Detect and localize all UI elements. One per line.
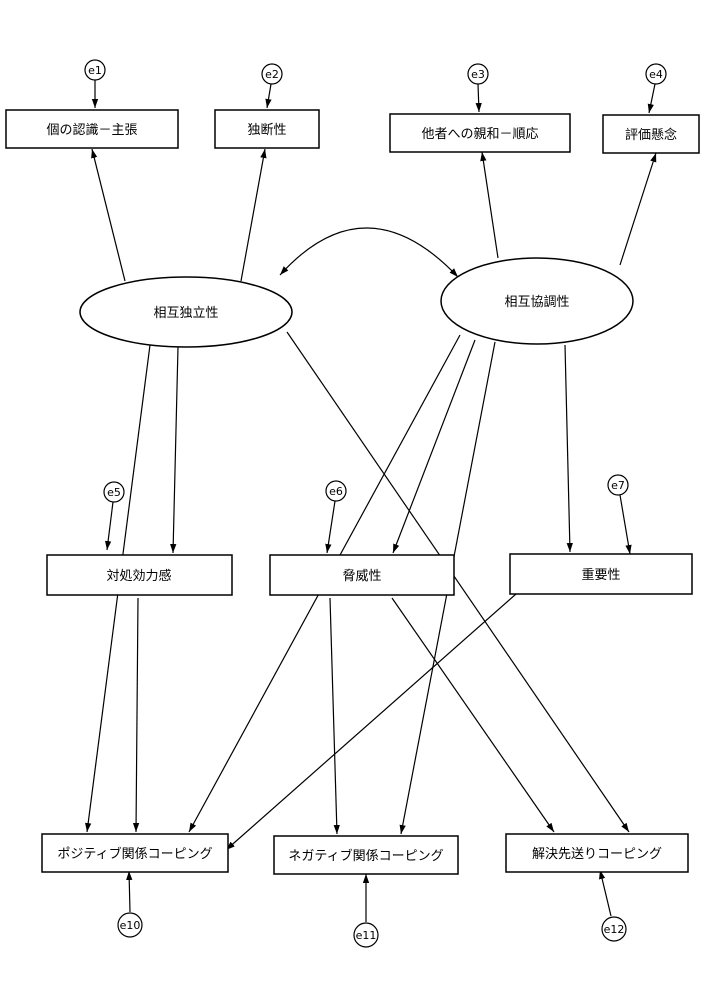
node-sogo-dokuritsu: 相互独立性 bbox=[79, 276, 293, 348]
node-taisho-koryoku: 対処効力感 bbox=[46, 554, 233, 596]
edge-kyocho-juyosei bbox=[564, 344, 573, 553]
node-tasha-shinwa: 他者への親和－順応 bbox=[389, 113, 571, 153]
node-kojin-ninshiki: 個の認識－主張 bbox=[5, 109, 179, 149]
label-sogo-dokuritsu: 相互独立性 bbox=[153, 306, 218, 321]
label-e11: e11 bbox=[356, 929, 377, 942]
error-e1: e1 bbox=[84, 59, 106, 81]
edge-kyocho-hyoka bbox=[619, 152, 657, 266]
node-hyoka-kenen: 評価懸念 bbox=[602, 114, 700, 154]
error-e4: e4 bbox=[645, 63, 667, 85]
node-kyoisei: 脅威性 bbox=[269, 554, 455, 596]
edge-dokuritsu-taisho bbox=[170, 346, 179, 554]
label-e2: e2 bbox=[265, 68, 279, 81]
edge-e5-taisho bbox=[104, 501, 114, 551]
node-positive-coping: ポジティブ関係コーピング bbox=[41, 833, 229, 873]
label-tasha-shinwa: 他者への親和－順応 bbox=[421, 127, 538, 142]
label-negative-coping: ネガティブ関係コーピング bbox=[288, 848, 443, 864]
label-juyosei: 重要性 bbox=[581, 567, 620, 583]
node-dokudansei: 独断性 bbox=[214, 109, 320, 149]
label-kojin-ninshiki: 個の認識－主張 bbox=[46, 122, 137, 138]
edge-e6-kyoisei bbox=[325, 500, 336, 554]
edge-juyosei-positive bbox=[225, 593, 517, 851]
label-kyoisei: 脅威性 bbox=[342, 569, 381, 584]
error-e7: e7 bbox=[607, 474, 629, 496]
error-e2: e2 bbox=[261, 63, 283, 85]
error-e3: e3 bbox=[467, 63, 489, 85]
node-sogo-kyocho: 相互協調性 bbox=[440, 257, 634, 345]
node-juyosei: 重要性 bbox=[509, 553, 693, 595]
label-e12: e12 bbox=[604, 923, 625, 936]
label-taisho-koryoku: 対処効力感 bbox=[106, 568, 171, 584]
edge-kyocho-tasha bbox=[480, 151, 499, 259]
covariance-arc bbox=[279, 227, 459, 278]
edge-e3-tasha bbox=[475, 83, 482, 113]
edge-kyocho-kyoisei bbox=[392, 339, 476, 554]
edge-taisho-positive bbox=[132, 597, 140, 833]
edge-dokuritsu-dokudansei bbox=[240, 148, 267, 282]
edge-kyoisei-kaiketsu bbox=[391, 597, 555, 833]
label-e4: e4 bbox=[649, 68, 663, 81]
label-e1: e1 bbox=[88, 64, 102, 77]
label-positive-coping: ポジティブ関係コーピング bbox=[57, 846, 212, 862]
error-e5: e5 bbox=[103, 481, 125, 503]
label-hyoka-kenen: 評価懸念 bbox=[625, 127, 677, 143]
label-e3: e3 bbox=[471, 68, 485, 81]
node-negative-coping: ネガティブ関係コーピング bbox=[273, 835, 459, 875]
edge-e2-dokudansei bbox=[265, 83, 272, 109]
label-kaiketsu-coping: 解決先送りコーピング bbox=[532, 847, 662, 862]
edge-e7-juyosei bbox=[619, 494, 632, 555]
label-e7: e7 bbox=[611, 479, 625, 492]
error-e12: e12 bbox=[601, 916, 627, 942]
label-e10: e10 bbox=[120, 919, 141, 932]
edge-dokuritsu-kojin bbox=[91, 148, 126, 282]
label-e5: e5 bbox=[107, 486, 121, 499]
node-kaiketsu-coping: 解決先送りコーピング bbox=[505, 833, 689, 873]
edge-e12-kaiketsu bbox=[599, 869, 612, 917]
error-e10: e10 bbox=[117, 912, 143, 938]
error-e11: e11 bbox=[353, 922, 379, 948]
error-e6: e6 bbox=[325, 480, 347, 502]
edge-e4-hyoka bbox=[647, 83, 656, 114]
edge-dokuritsu-kaiketsu bbox=[286, 331, 630, 833]
label-e6: e6 bbox=[329, 485, 343, 498]
edge-e10-positive bbox=[126, 870, 133, 913]
label-dokudansei: 独断性 bbox=[247, 123, 286, 138]
edge-kyoisei-negative bbox=[329, 597, 340, 835]
label-sogo-kyocho: 相互協調性 bbox=[504, 295, 569, 310]
